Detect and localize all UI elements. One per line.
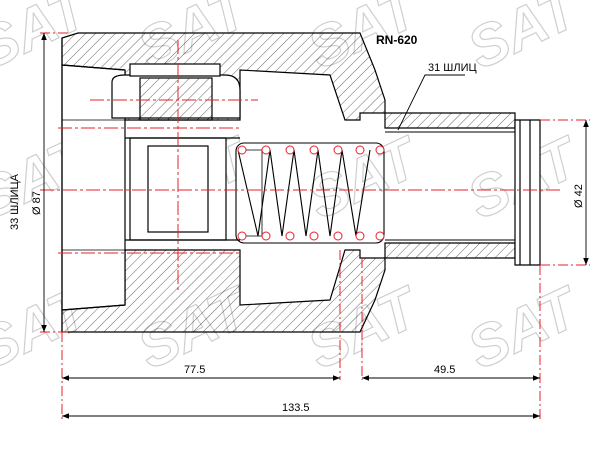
roller-cap bbox=[129, 63, 221, 77]
spring bbox=[235, 142, 385, 244]
watermark-text: SAT bbox=[458, 274, 591, 382]
tripod-roller bbox=[111, 63, 241, 241]
dimension-lines bbox=[41, 33, 589, 419]
stem-end bbox=[514, 119, 541, 266]
dim-left-value: 77.5 bbox=[184, 364, 205, 376]
left-spline-label: 33 ШЛИЦА bbox=[9, 173, 21, 230]
stem-upper-section bbox=[384, 112, 516, 129]
callout-leader bbox=[397, 74, 465, 131]
part-number: RN-620 bbox=[376, 33, 418, 47]
spring-coils bbox=[237, 145, 385, 241]
callout-inner-spline: 31 ШЛИЦ bbox=[428, 62, 477, 74]
inner-spline bbox=[385, 131, 515, 241]
watermark-text: SAT bbox=[458, 0, 591, 82]
stem-lower-section bbox=[384, 242, 516, 259]
roller-pin bbox=[139, 77, 213, 121]
dim-total-value: 133.5 bbox=[282, 402, 310, 414]
watermark-text: SAT bbox=[298, 124, 431, 232]
centre-lines bbox=[40, 40, 560, 290]
dim-right-value: 49.5 bbox=[434, 364, 455, 376]
left-diameter-label: Ø 87 bbox=[31, 191, 43, 215]
right-diameter-label: Ø 42 bbox=[573, 184, 585, 208]
